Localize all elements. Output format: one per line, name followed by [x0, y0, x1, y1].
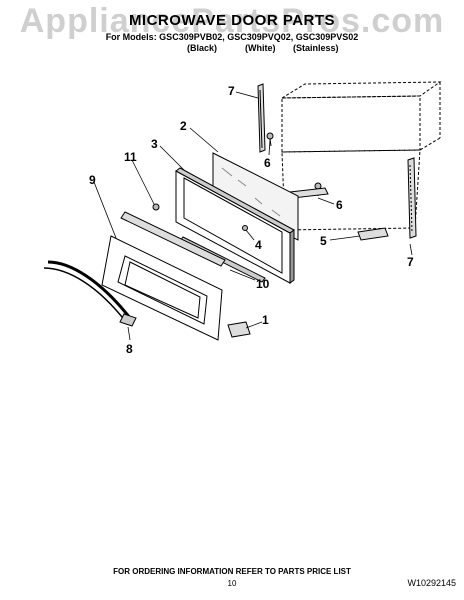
page-number: 10 [227, 579, 237, 588]
hinge-strip-lower [407, 157, 417, 239]
callout-6-upper: 6 [264, 156, 271, 170]
hinge-bracket-lower [357, 227, 389, 241]
page-title: MICROWAVE DOOR PARTS [128, 12, 336, 29]
color-label-stainless: (Stainless) [293, 43, 339, 53]
callout-8: 8 [126, 342, 133, 356]
callout-2: 2 [180, 119, 187, 133]
color-label-white: (White) [245, 43, 276, 53]
door-trim [120, 211, 226, 267]
hinge-strip-upper [257, 83, 266, 153]
leader-lines [93, 91, 413, 341]
callout-1: 1 [262, 313, 269, 327]
callout-3: 3 [151, 137, 158, 151]
door-handle [43, 260, 137, 327]
outer-door-panel [101, 235, 223, 341]
document-number: W10292145 [407, 578, 456, 588]
callout-9: 9 [89, 173, 96, 187]
models-line: For Models: GSC309PVB02, GSC309PVQ02, GS… [105, 32, 359, 42]
callout-10: 10 [256, 277, 270, 291]
callout-7-upper: 7 [228, 84, 235, 98]
callout-7-lower: 7 [407, 255, 414, 269]
watermark: AppliancePartsPros.com [19, 2, 445, 40]
door-glass [212, 152, 299, 241]
callout-11: 11 [124, 150, 137, 164]
callout-5: 5 [320, 234, 327, 248]
trim-screw [152, 203, 160, 211]
color-label-black: (Black) [187, 43, 218, 53]
callout-4: 4 [255, 238, 262, 252]
callout-6-middle: 6 [336, 198, 343, 212]
door-frame [175, 167, 295, 284]
door-latch [227, 321, 251, 338]
ordering-info: FOR ORDERING INFORMATION REFER TO PARTS … [113, 567, 351, 576]
